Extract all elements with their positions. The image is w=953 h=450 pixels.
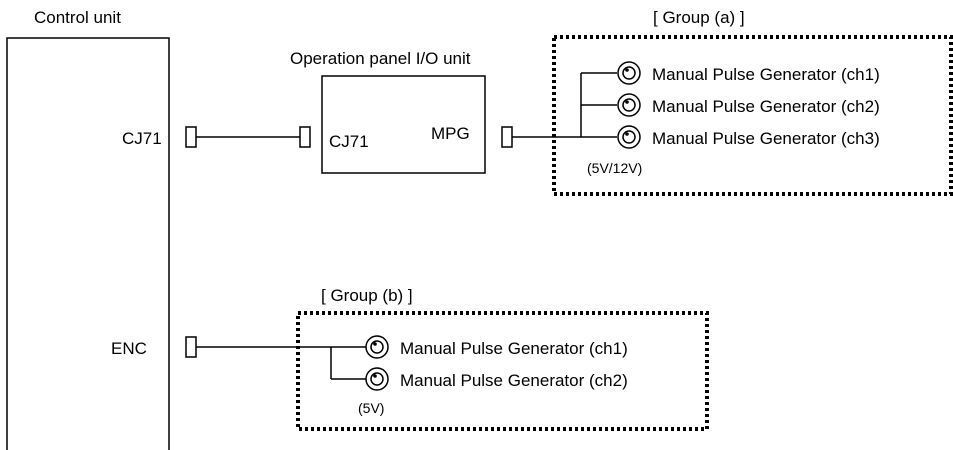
group-a-title: [ Group (a) ]: [653, 8, 745, 27]
group-b-device-ch2: Manual Pulse Generator (ch2): [400, 371, 628, 390]
connector-icon: [185, 336, 197, 358]
group-b-title: [ Group (b) ]: [321, 286, 413, 305]
group-a-frame: [552, 35, 953, 196]
control-unit-box: [6, 37, 170, 450]
connector-icon: [501, 126, 513, 148]
control-unit-port-enc-label: ENC: [111, 339, 147, 358]
operation-panel-port-mpg-label: MPG: [431, 124, 470, 143]
connector-icon: [299, 126, 311, 148]
group-b-voltage: (5V): [358, 400, 384, 416]
connector-icon: [185, 126, 197, 148]
manual-pulse-generator-icon: [365, 367, 389, 391]
manual-pulse-generator-icon: [617, 125, 641, 149]
group-a-device-ch1: Manual Pulse Generator (ch1): [652, 65, 880, 84]
control-unit-title: Control unit: [34, 8, 121, 27]
group-a-device-ch3: Manual Pulse Generator (ch3): [652, 129, 880, 148]
control-unit-port-cj71-label: CJ71: [122, 129, 162, 148]
operation-panel-box: [321, 75, 486, 174]
group-b-device-ch1: Manual Pulse Generator (ch1): [400, 339, 628, 358]
manual-pulse-generator-icon: [365, 335, 389, 359]
group-a-voltage: (5V/12V): [587, 160, 642, 176]
group-a-device-ch2: Manual Pulse Generator (ch2): [652, 97, 880, 116]
group-b-frame: [296, 311, 709, 431]
manual-pulse-generator-icon: [617, 93, 641, 117]
manual-pulse-generator-icon: [617, 61, 641, 85]
operation-panel-port-cj71-label: CJ71: [329, 132, 369, 151]
operation-panel-title: Operation panel I/O unit: [290, 49, 471, 68]
